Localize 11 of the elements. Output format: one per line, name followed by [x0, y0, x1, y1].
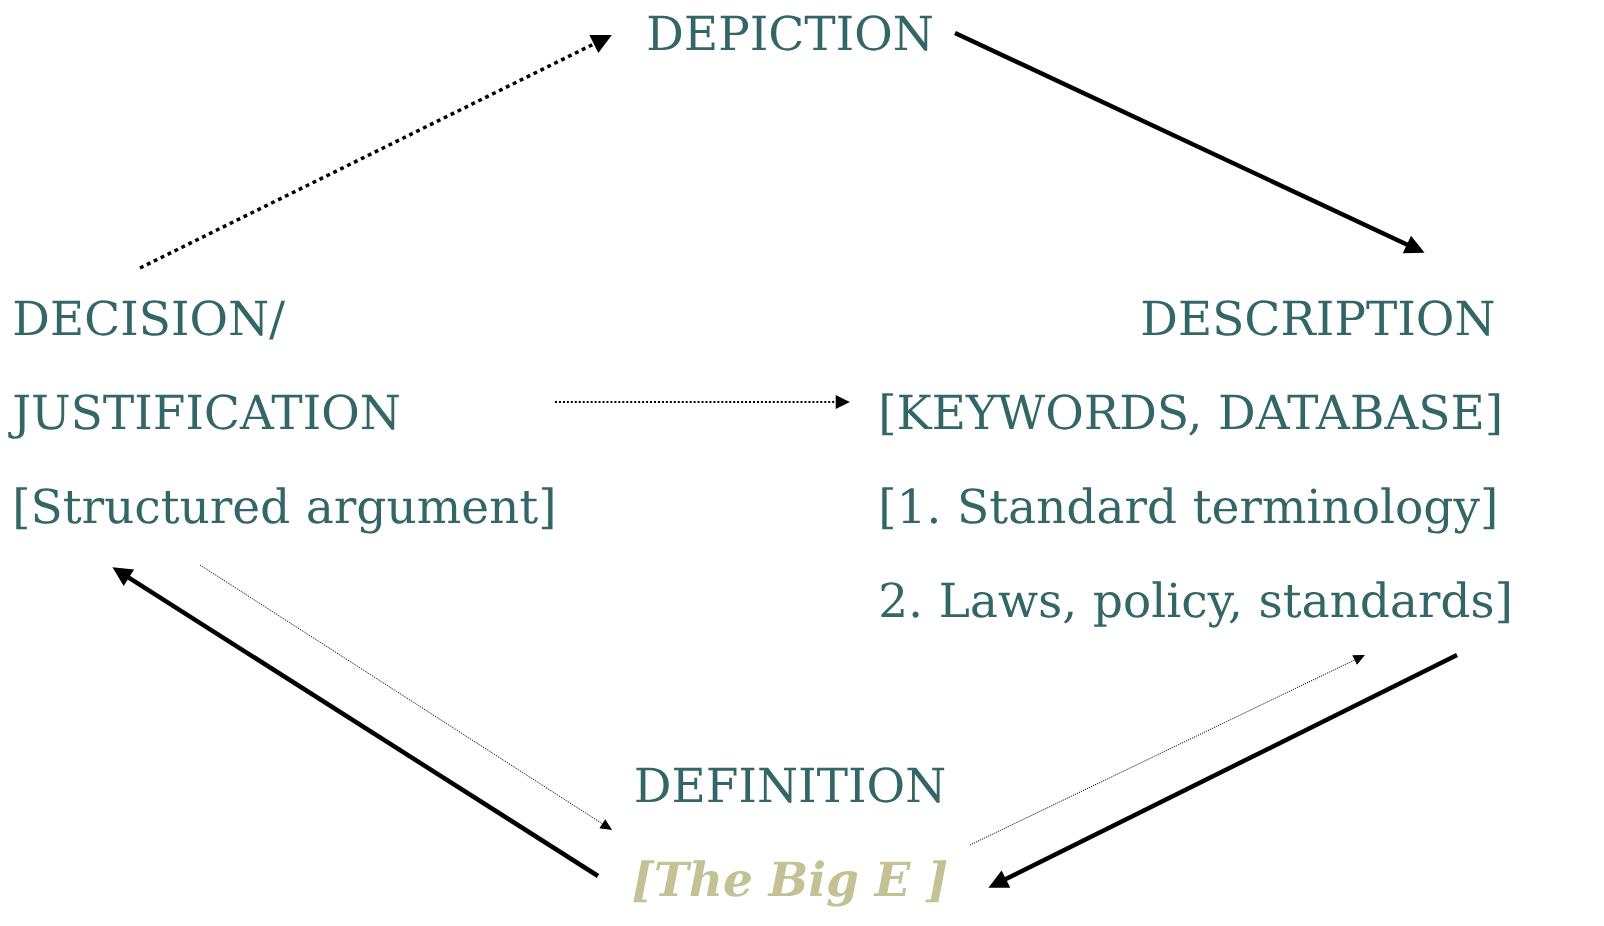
stage-label: DEFINITION	[636, 767, 945, 803]
stage-label: DESCRIPTION	[1142, 300, 1494, 336]
stage-label: [The Big E ]	[633, 860, 947, 907]
stage-label: 2. Laws, policy, standards]	[881, 581, 1509, 628]
stage-label: [1. Standard terminology]	[882, 487, 1495, 534]
stage-label: DEPICTION	[648, 15, 932, 51]
stage-label: [KEYWORDS, DATABASE]	[882, 393, 1500, 436]
stage-label: DECISION/ JUSTIFICATION	[8, 300, 399, 439]
arrow	[199, 564, 612, 830]
stage-label: [Structured argument]	[16, 487, 553, 534]
arrow	[969, 655, 1365, 846]
